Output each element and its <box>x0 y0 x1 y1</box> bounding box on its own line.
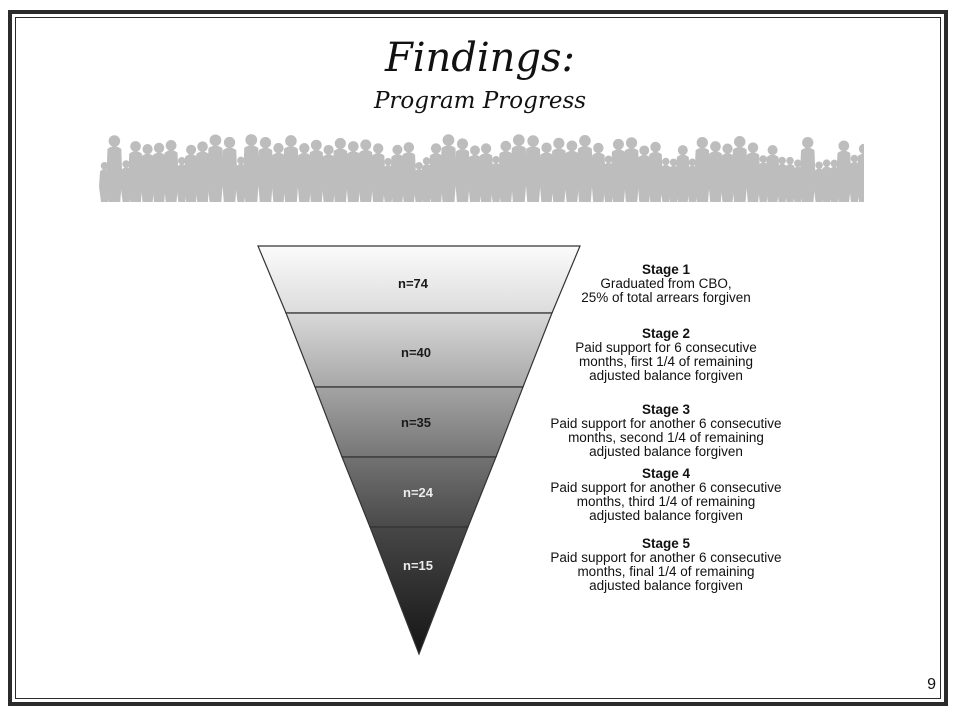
funnel-diagram: n=74 n=40 n=35 n=24 n=15 <box>257 245 581 656</box>
funnel-count-stage-4: n=24 <box>403 485 434 500</box>
stage-5-name: Stage 5 <box>641 536 691 551</box>
funnel-segment-stage-5 <box>369 526 469 656</box>
stage-3-line-2: months, second 1/4 of remaining <box>568 430 764 445</box>
stage-5-line-1: Paid support for another 6 consecutive <box>550 550 782 565</box>
stage-3-name: Stage 3 <box>641 402 691 417</box>
stage-2-line-2: months, first 1/4 of remaining <box>578 354 754 369</box>
slide-subtitle: Program Progress <box>373 88 587 114</box>
slide-frame-inner <box>15 17 941 699</box>
crowd-silhouette-image <box>99 134 864 202</box>
stage-1-line-1: Graduated from CBO, <box>600 276 732 291</box>
stage-3-line-1: Paid support for another 6 consecutive <box>550 416 782 431</box>
stage-1-name: Stage 1 <box>641 262 691 277</box>
stage-5-line-3: adjusted balance forgiven <box>589 578 743 593</box>
page-number: 9 <box>927 676 936 693</box>
funnel-count-stage-3: n=35 <box>401 415 431 430</box>
slide-frame-outer <box>8 10 948 706</box>
stage-1-line-2: 25% of total arrears forgiven <box>581 290 751 305</box>
stage-3-description: Stage 3 Paid support for another 6 conse… <box>521 403 811 459</box>
stage-5-line-2: months, final 1/4 of remaining <box>577 564 755 579</box>
stage-2-description: Stage 2 Paid support for 6 consecutive m… <box>521 327 811 383</box>
stage-4-line-2: months, third 1/4 of remaining <box>576 494 756 509</box>
slide-title: Findings: <box>384 35 576 81</box>
stage-4-line-1: Paid support for another 6 consecutive <box>550 480 782 495</box>
stage-2-line-1: Paid support for 6 consecutive <box>575 340 757 355</box>
stage-4-description: Stage 4 Paid support for another 6 conse… <box>521 467 811 523</box>
stage-1-description: Stage 1 Graduated from CBO, 25% of total… <box>521 263 811 305</box>
stage-4-line-3: adjusted balance forgiven <box>589 508 743 523</box>
stage-5-description: Stage 5 Paid support for another 6 conse… <box>521 537 811 593</box>
stage-3-line-3: adjusted balance forgiven <box>589 444 743 459</box>
stage-4-name: Stage 4 <box>641 466 691 481</box>
funnel-count-stage-2: n=40 <box>401 345 431 360</box>
stage-2-name: Stage 2 <box>641 326 691 341</box>
stage-2-line-3: adjusted balance forgiven <box>589 368 743 383</box>
funnel-count-stage-1: n=74 <box>398 276 429 291</box>
funnel-count-stage-5: n=15 <box>403 558 433 573</box>
